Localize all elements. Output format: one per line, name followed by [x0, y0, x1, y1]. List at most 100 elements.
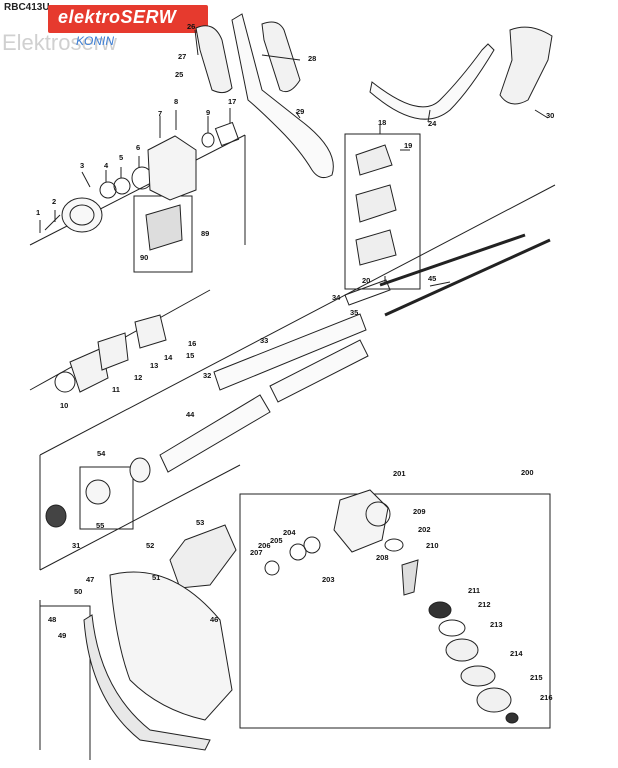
part-label-26: 26: [187, 22, 195, 31]
cover-89: [145, 204, 183, 251]
brand-logo: [48, 5, 208, 33]
bearing-5: [113, 177, 131, 195]
part-label-17: 17: [228, 97, 236, 106]
part-label-18: 18: [378, 118, 386, 127]
part-label-53: 53: [196, 518, 204, 527]
part-label-208: 208: [376, 553, 389, 562]
grip-28: [261, 21, 301, 93]
washer-9: [201, 132, 215, 148]
part-label-48: 48: [48, 615, 56, 624]
bearing-204: [289, 543, 307, 561]
part-label-215: 215: [530, 673, 543, 682]
cone-12: [97, 332, 129, 371]
clutch-drum: [61, 197, 103, 233]
guard-47: [109, 571, 233, 721]
watermark-sub: KONIN: [76, 34, 115, 48]
part-label-1: 1: [36, 208, 40, 217]
liner-33b: [269, 339, 369, 403]
bearing-211: [428, 601, 452, 619]
part-label-20: 20: [362, 276, 370, 285]
drive-shaft-35: [384, 238, 551, 317]
part-label-202: 202: [418, 525, 431, 534]
guard-extension: [83, 614, 211, 751]
part-label-200: 200: [521, 468, 534, 477]
part-label-19: 19: [404, 141, 412, 150]
shaft-tube-44: [159, 394, 271, 473]
part-label-25: 25: [175, 70, 183, 79]
part-label-46: 46: [210, 615, 218, 624]
part-label-9: 9: [206, 108, 210, 117]
part-label-49: 49: [58, 631, 66, 640]
part-label-13: 13: [150, 361, 158, 370]
divider-line: [29, 134, 246, 246]
divider-line: [39, 464, 241, 571]
clamp-ring: [129, 457, 151, 483]
part-label-7: 7: [158, 109, 162, 118]
handle-bar-29: [231, 13, 334, 179]
part-label-201: 201: [393, 469, 406, 478]
throttle-grip: [499, 26, 553, 105]
leader-lines: [39, 29, 549, 287]
part-label-3: 3: [80, 161, 84, 170]
washer-210: [384, 538, 404, 552]
holder-213: [445, 638, 479, 662]
grip-27: [195, 25, 233, 94]
part-label-15: 15: [186, 351, 194, 360]
part-label-216: 216: [540, 693, 553, 702]
part-label-211: 211: [468, 586, 480, 595]
clamp-middle: [355, 184, 397, 223]
sleeve-17: [214, 121, 240, 147]
part-label-29: 29: [296, 107, 304, 116]
part-label-44: 44: [186, 410, 195, 419]
part-label-10: 10: [60, 401, 68, 410]
part-label-11: 11: [112, 385, 120, 394]
brand-logo-text: elektroSERW: [58, 7, 177, 27]
part-label-35: 35: [350, 308, 358, 317]
tube-34: [344, 279, 391, 306]
clamp-upper: [355, 144, 393, 176]
part-label-90: 90: [140, 253, 148, 262]
part-label-54: 54: [97, 449, 106, 458]
sleeve-14: [134, 314, 167, 349]
clamp-lower: [355, 229, 397, 266]
knob-box: [79, 466, 134, 530]
part-label-24: 24: [428, 119, 437, 128]
nut-216: [505, 712, 519, 724]
part-label-30: 30: [546, 111, 554, 120]
part-label-55: 55: [96, 521, 104, 530]
part-label-12: 12: [134, 373, 142, 382]
watermark: Elektroserw: [2, 30, 117, 55]
knob-54: [85, 479, 111, 505]
part-label-5: 5: [119, 153, 123, 162]
cover-215: [476, 687, 512, 713]
clamp-box: [344, 133, 421, 290]
liner-33: [213, 313, 367, 391]
drive-shaft-45: [379, 233, 526, 287]
part-label-210: 210: [426, 541, 439, 550]
part-label-207: 207: [250, 548, 263, 557]
bearing-203: [303, 536, 321, 554]
model-number: RBC413U: [4, 2, 50, 13]
guard-bracket-52: [169, 524, 237, 589]
washer-4: [99, 181, 117, 199]
part-label-34: 34: [332, 293, 341, 302]
part-label-28: 28: [308, 54, 316, 63]
washer-207: [264, 560, 280, 576]
part-label-14: 14: [164, 353, 173, 362]
divider-line: [39, 184, 556, 456]
cone-11: [69, 347, 109, 393]
part-label-47: 47: [86, 575, 94, 584]
part-label-89: 89: [201, 229, 209, 238]
part-label-45: 45: [428, 274, 436, 283]
part-label-32: 32: [203, 371, 211, 380]
gear-case-cap: [365, 501, 391, 527]
part-label-16: 16: [188, 339, 196, 348]
part-label-6: 6: [136, 143, 140, 152]
washer-10: [54, 371, 76, 393]
part-label-52: 52: [146, 541, 154, 550]
part-label-50: 50: [74, 587, 82, 596]
part-label-31: 31: [72, 541, 80, 550]
